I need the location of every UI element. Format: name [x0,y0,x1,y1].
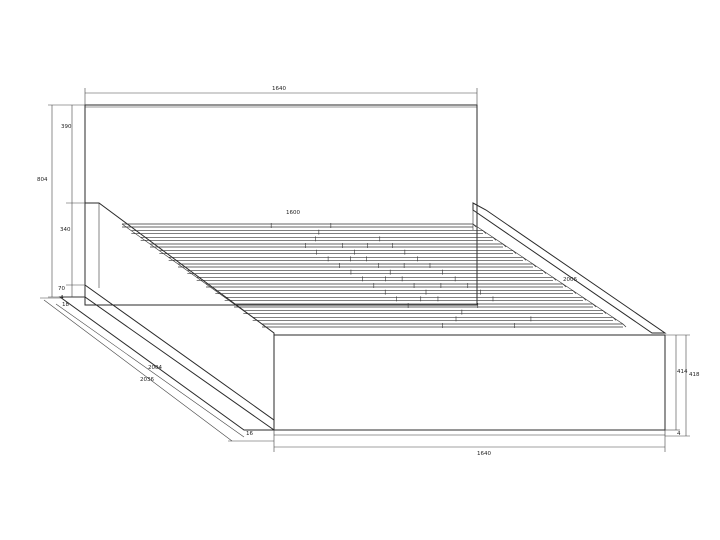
left-side-face [84,202,275,421]
label-total-head-height: 804 [37,177,48,183]
label-footboard-total-height: 418 [689,372,700,378]
label-base-height: 70 [58,286,65,292]
frame-rail [121,223,263,325]
slat-end [622,323,627,328]
dimension-footboard-width: 1640 [273,436,666,457]
dimension-inner-width: 1600 [286,210,300,216]
label-side-thickness: 18 [62,302,69,308]
slat-group [121,223,627,328]
label-headboard-upper-height: 390 [61,124,72,130]
label-side-length: 2006 [563,277,577,283]
frame-rail [472,223,624,325]
label-side-panel-height: 340 [60,227,71,233]
label-footboard-width: 1640 [477,451,491,457]
label-footboard-gap: 4 [677,431,681,437]
label-inner-width: 1600 [286,210,300,216]
label-footboard-height: 414 [677,369,688,375]
label-outer-length: 2036 [140,377,154,383]
dimension-diagonal-lengths: 2004 2036 16 [40,297,274,442]
right-side-panel [472,202,667,334]
footboard-panel [273,334,666,431]
footboard [273,334,666,436]
dimension-left-heights: 390 804 340 70 4 18 [37,104,85,308]
label-inner-length: 2004 [148,365,162,371]
headboard [84,104,478,306]
headboard-panel [84,104,478,306]
dimension-footboard-height: 414 418 4 [665,334,700,437]
dimension-side-length: 2006 [563,277,577,283]
label-foot-corner-thickness: 16 [246,431,253,437]
dimension-headboard-width: 1640 [84,86,478,105]
left-plinth [58,296,276,431]
label-headboard-width: 1640 [272,86,286,92]
